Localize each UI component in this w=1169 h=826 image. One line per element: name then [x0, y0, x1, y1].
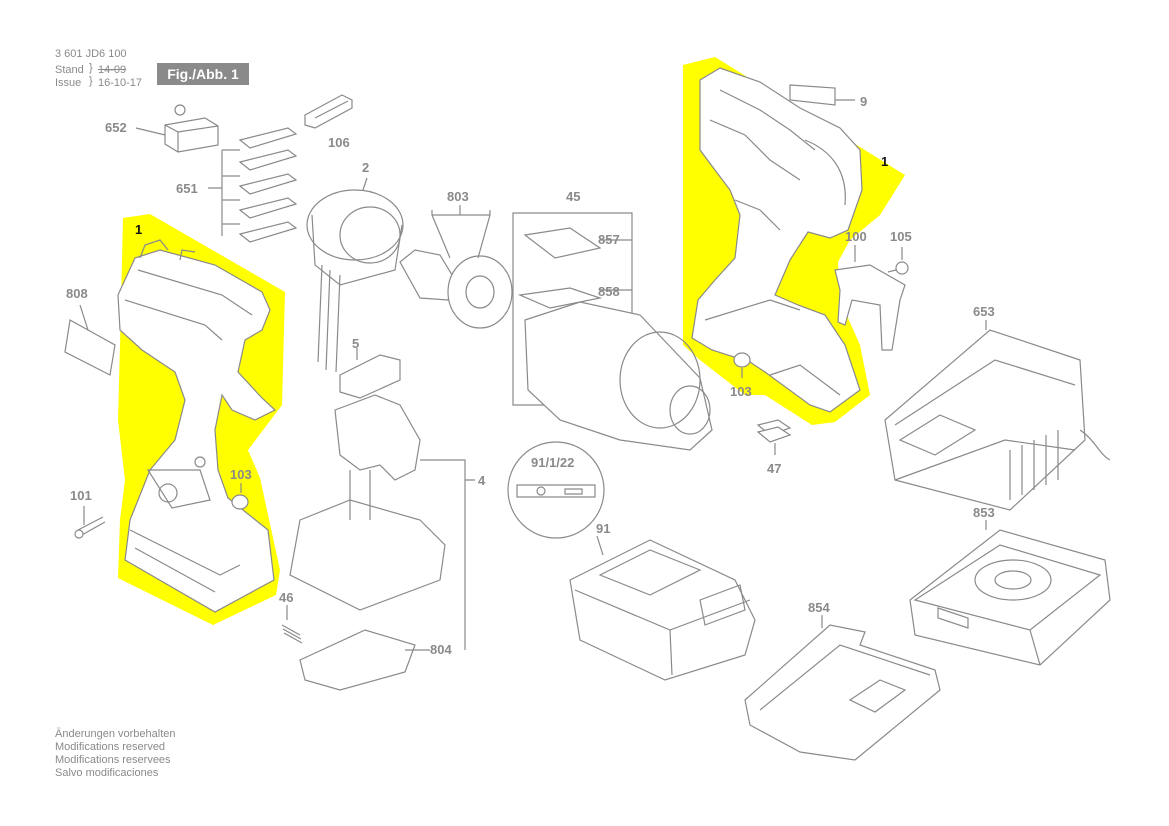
label-105: 105 [890, 229, 912, 244]
part-803-armature [399, 205, 513, 329]
note-en: Modifications reserved [55, 741, 166, 753]
part-854-base [744, 615, 941, 761]
part-106-slide [304, 94, 353, 129]
part-103-left [231, 483, 249, 510]
label-46: 46 [279, 590, 294, 605]
issue-label: Issue [55, 77, 82, 89]
part-853-charger [909, 520, 1111, 666]
part-91-battery [569, 539, 756, 681]
label-854: 854 [808, 600, 830, 615]
label-45: 45 [566, 189, 581, 204]
figure-badge: Fig./Abb. 1 [157, 63, 249, 85]
part-91-1-22-callout [507, 441, 605, 556]
right-housing-half [691, 67, 863, 413]
part-101-screw [74, 506, 106, 539]
issue-brace: } [89, 75, 93, 87]
part-808-label [64, 304, 116, 376]
label-91-1-22: 91/1/22 [531, 455, 575, 470]
label-1-left: 1 [135, 222, 143, 237]
label-103-right: 103 [730, 384, 752, 399]
part-653-charger [884, 320, 1111, 511]
issue-value: 16-10-17 [98, 77, 143, 89]
part-100-clip [834, 245, 906, 351]
label-1-right: 1 [881, 154, 889, 169]
note-de: Änderungen vorbehalten [55, 728, 176, 740]
label-858: 858 [598, 284, 620, 299]
label-103-left: 103 [230, 467, 252, 482]
label-651: 651 [176, 181, 198, 196]
note-es: Salvo modificaciones [55, 767, 159, 779]
label-47: 47 [767, 461, 782, 476]
part-45-gearbox [512, 212, 713, 451]
part-2-stator [306, 177, 404, 373]
label-853: 853 [973, 505, 995, 520]
label-653: 653 [973, 304, 995, 319]
left-housing-half [117, 239, 277, 613]
part-46-spring [281, 605, 303, 644]
label-101: 101 [70, 488, 92, 503]
label-2: 2 [362, 160, 370, 175]
part-103-right [733, 352, 751, 378]
part-9-label [789, 84, 855, 106]
part-651-caps [208, 127, 298, 243]
part-652-block [135, 104, 219, 153]
label-803: 803 [447, 189, 469, 204]
label-9: 9 [860, 94, 868, 109]
label-91: 91 [596, 521, 611, 536]
label-804: 804 [430, 642, 452, 657]
part-number: 3 601 JD6 100 [55, 48, 127, 60]
label-652: 652 [105, 120, 127, 135]
label-857: 857 [598, 232, 620, 247]
label-100: 100 [845, 229, 867, 244]
part-4-switch [289, 394, 475, 650]
part-47-pad [756, 419, 792, 455]
label-4: 4 [478, 473, 486, 488]
stand-value: 14-09 [98, 64, 127, 76]
note-fr: Modifications reservees [55, 754, 171, 766]
part-5-cap [339, 348, 401, 399]
stand-brace: } [89, 62, 93, 74]
label-106: 106 [328, 135, 350, 150]
part-105-screw [887, 247, 909, 275]
stand-label: Stand [55, 64, 84, 76]
label-5: 5 [352, 336, 360, 351]
part-804-board [299, 629, 430, 691]
label-808: 808 [66, 286, 88, 301]
